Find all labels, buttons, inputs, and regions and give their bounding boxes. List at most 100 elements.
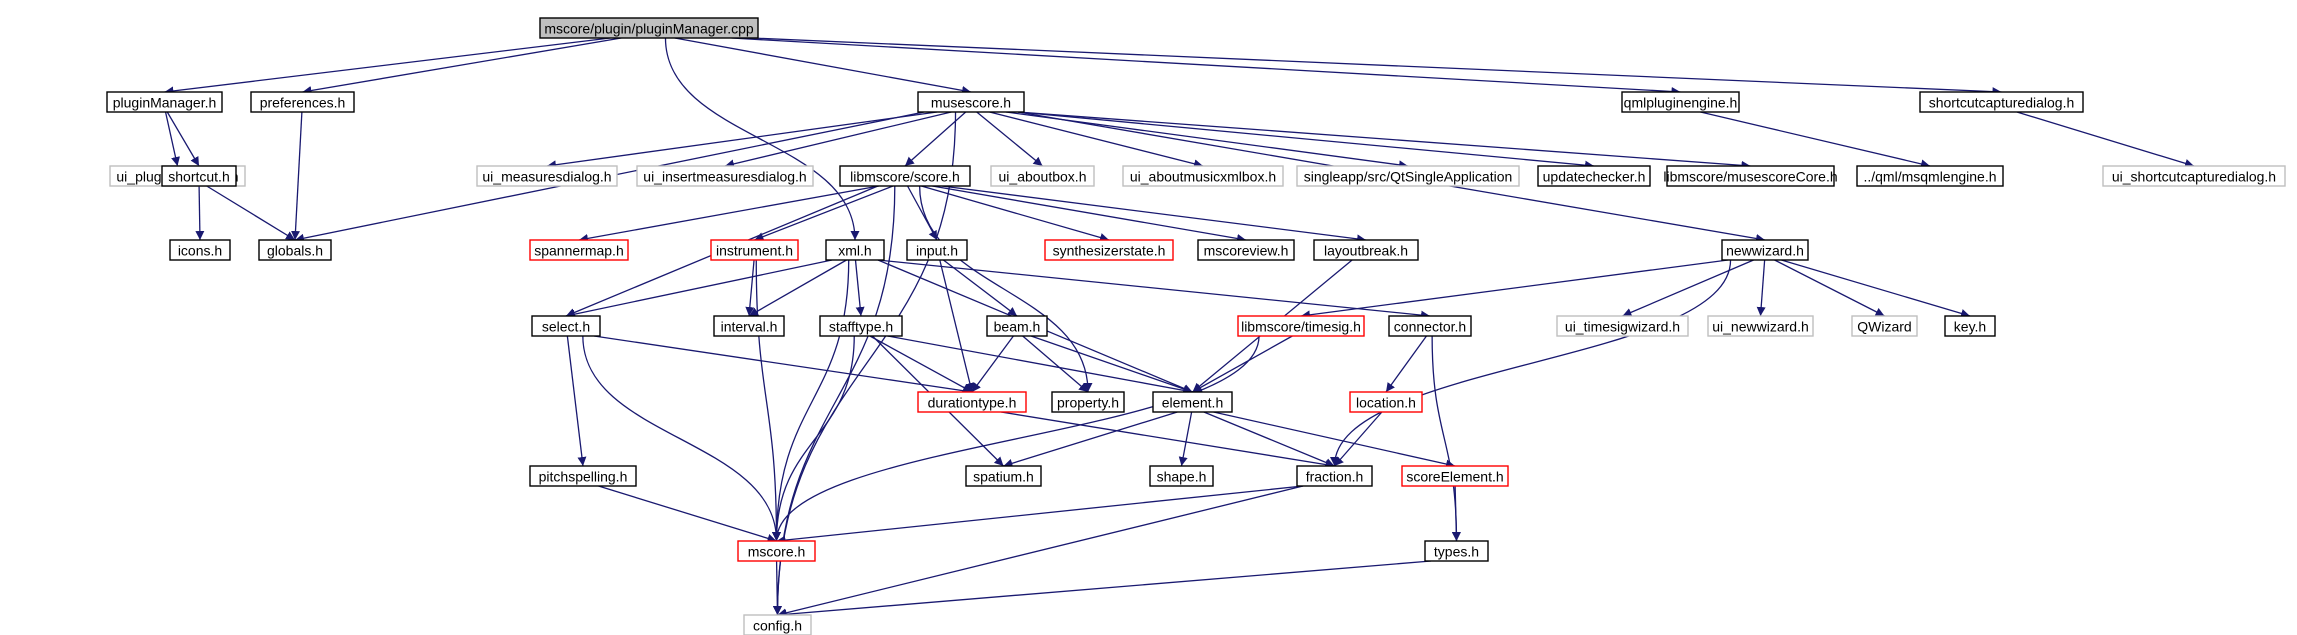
node-label: mscoreview.h: [1204, 243, 1289, 259]
node-qwizard[interactable]: QWizard: [1851, 315, 1918, 337]
node-musescore-h[interactable]: musescore.h: [917, 91, 1025, 113]
edge-root-to-preferences_h: [302, 37, 622, 95]
edge-line: [1178, 411, 1193, 467]
edge-line: [1003, 411, 1178, 468]
edge-line: [772, 335, 855, 542]
edge-line: [195, 185, 205, 241]
node-label: qmlpluginengine.h: [1624, 95, 1738, 111]
node-pitchspelling-h[interactable]: pitchspelling.h: [529, 465, 637, 487]
node-key-h[interactable]: key.h: [1944, 315, 1996, 337]
edge-line: [290, 111, 303, 241]
edge-input_h-to-beam_h: [943, 259, 1018, 317]
node-instrument-h[interactable]: instrument.h: [710, 239, 799, 261]
edge-line: [939, 259, 975, 393]
edge-line: [546, 111, 938, 170]
node-label: pitchspelling.h: [539, 469, 628, 485]
node-box: [1856, 165, 2004, 187]
edge-instrument_h-to-interval_h: [745, 259, 755, 317]
edge-pluginManager_h-to-ui_pluginManager_h: [164, 111, 180, 167]
node-label: ui_measuresdialog.h: [482, 169, 611, 185]
edge-line: [989, 111, 1204, 169]
node-newwizard-h[interactable]: newwizard.h: [1721, 239, 1809, 261]
node-musescoreCore-h[interactable]: libmscore/musescoreCore.h: [1663, 165, 1838, 187]
node-label: element.h: [1162, 395, 1223, 411]
node-ui-insertmeasuresdialog-h[interactable]: ui_insertmeasuresdialog.h: [636, 165, 814, 187]
node-label: durationtype.h: [928, 395, 1017, 411]
edge-line: [1774, 259, 1885, 317]
node-types-h[interactable]: types.h: [1424, 540, 1489, 562]
node-input-h[interactable]: input.h: [906, 239, 968, 261]
edge-line: [1334, 411, 1383, 467]
node-label: xml.h: [838, 243, 871, 259]
node-box: [1424, 540, 1489, 562]
node-score-h[interactable]: libmscore/score.h: [839, 165, 971, 187]
node-ui-newwizard-h[interactable]: ui_newwizard.h: [1707, 315, 1814, 337]
node-box: [990, 165, 1095, 187]
node-spannermap-h[interactable]: spannermap.h: [529, 239, 629, 261]
edge-line: [1030, 335, 1193, 394]
node-connector-h[interactable]: connector.h: [1388, 315, 1472, 337]
node-box: [1152, 391, 1233, 413]
node-layoutbreak-h[interactable]: layoutbreak.h: [1313, 239, 1419, 261]
edge-line: [302, 37, 622, 95]
node-updatechecker-h[interactable]: updatechecker.h: [1537, 165, 1651, 187]
node-stafftype-h[interactable]: stafftype.h: [819, 315, 903, 337]
node-xml-h[interactable]: xml.h: [825, 239, 885, 261]
node-ui-aboutbox-h[interactable]: ui_aboutbox.h: [990, 165, 1095, 187]
node-location-h[interactable]: location.h: [1349, 391, 1423, 413]
node-property-h[interactable]: property.h: [1051, 391, 1125, 413]
edge-musescore_h-to-ui_measuresdialog_h: [546, 111, 938, 170]
node-scoreElement-h[interactable]: scoreElement.h: [1401, 465, 1509, 487]
node-box: [1556, 315, 1689, 337]
edge-stafftype_h-to-mscore_h: [772, 335, 855, 542]
node-pluginManager-h[interactable]: pluginManager.h: [106, 91, 223, 113]
edge-newwizard_h-to-ui_newwizard_h: [1756, 259, 1766, 317]
node-timesig-h[interactable]: libmscore/timesig.h: [1237, 315, 1365, 337]
edge-newwizard_h-to-ui_timesigwizard_h: [1622, 259, 1754, 317]
node-ui-aboutmusicxmlbox-h[interactable]: ui_aboutmusicxmlbox.h: [1122, 165, 1284, 187]
node-select-h[interactable]: select.h: [531, 315, 601, 337]
node-durationtype-h[interactable]: durationtype.h: [917, 391, 1027, 413]
node-ui-timesigwizard-h[interactable]: ui_timesigwizard.h: [1556, 315, 1689, 337]
node-box: [1149, 465, 1214, 487]
edge-line: [906, 185, 938, 241]
edge-shortcut_h-to-icons_h: [195, 185, 205, 241]
node-box: [1051, 391, 1125, 413]
node-icons-h[interactable]: icons.h: [169, 239, 231, 261]
node-qtsingleapp[interactable]: singleapp/src/QtSingleApplication: [1296, 165, 1520, 187]
node-label: scoreElement.h: [1406, 469, 1503, 485]
node-element-h[interactable]: element.h: [1152, 391, 1233, 413]
node-box: [710, 239, 799, 261]
node-box: [250, 91, 355, 113]
node-label: ui_insertmeasuresdialog.h: [643, 169, 806, 185]
node-box: [1313, 239, 1419, 261]
edge-line: [724, 111, 952, 169]
node-preferences-h[interactable]: preferences.h: [250, 91, 355, 113]
edge-line: [776, 485, 1304, 545]
node-label: fraction.h: [1306, 469, 1364, 485]
edge-beam_h-to-property_h: [1022, 335, 1089, 393]
nodes-layer: mscore/plugin/pluginManager.cpppluginMan…: [106, 17, 2286, 635]
node-box: [529, 465, 637, 487]
node-ui-measuresdialog-h[interactable]: ui_measuresdialog.h: [476, 165, 618, 187]
node-beam-h[interactable]: beam.h: [986, 315, 1048, 337]
edge-line: [164, 37, 611, 96]
node-label: icons.h: [178, 243, 222, 259]
node-qmlpluginengine-h[interactable]: qmlpluginengine.h: [1621, 91, 1740, 113]
node-shape-h[interactable]: shape.h: [1149, 465, 1214, 487]
node-fraction-h[interactable]: fraction.h: [1296, 465, 1373, 487]
node-ui-shortcutcapturedialog-h[interactable]: ui_shortcutcapturedialog.h: [2102, 165, 2286, 187]
node-globals-h[interactable]: globals.h: [258, 239, 332, 261]
node-spatium-h[interactable]: spatium.h: [965, 465, 1042, 487]
node-interval-h[interactable]: interval.h: [713, 315, 785, 337]
node-box: [258, 239, 332, 261]
node-synthesizerstate-h[interactable]: synthesizerstate.h: [1044, 239, 1174, 261]
node-shortcutcapturedialog-h[interactable]: shortcutcapturedialog.h: [1919, 91, 2084, 113]
node-mscore-h[interactable]: mscore.h: [737, 540, 816, 562]
node-msqmlengine-h[interactable]: ../qml/msqmlengine.h: [1856, 165, 2004, 187]
node-mscoreview-h[interactable]: mscoreview.h: [1197, 239, 1295, 261]
node-config-h[interactable]: config.h: [743, 614, 812, 635]
node-shortcut-h[interactable]: shortcut.h: [161, 165, 237, 187]
node-box: [1666, 165, 1835, 187]
